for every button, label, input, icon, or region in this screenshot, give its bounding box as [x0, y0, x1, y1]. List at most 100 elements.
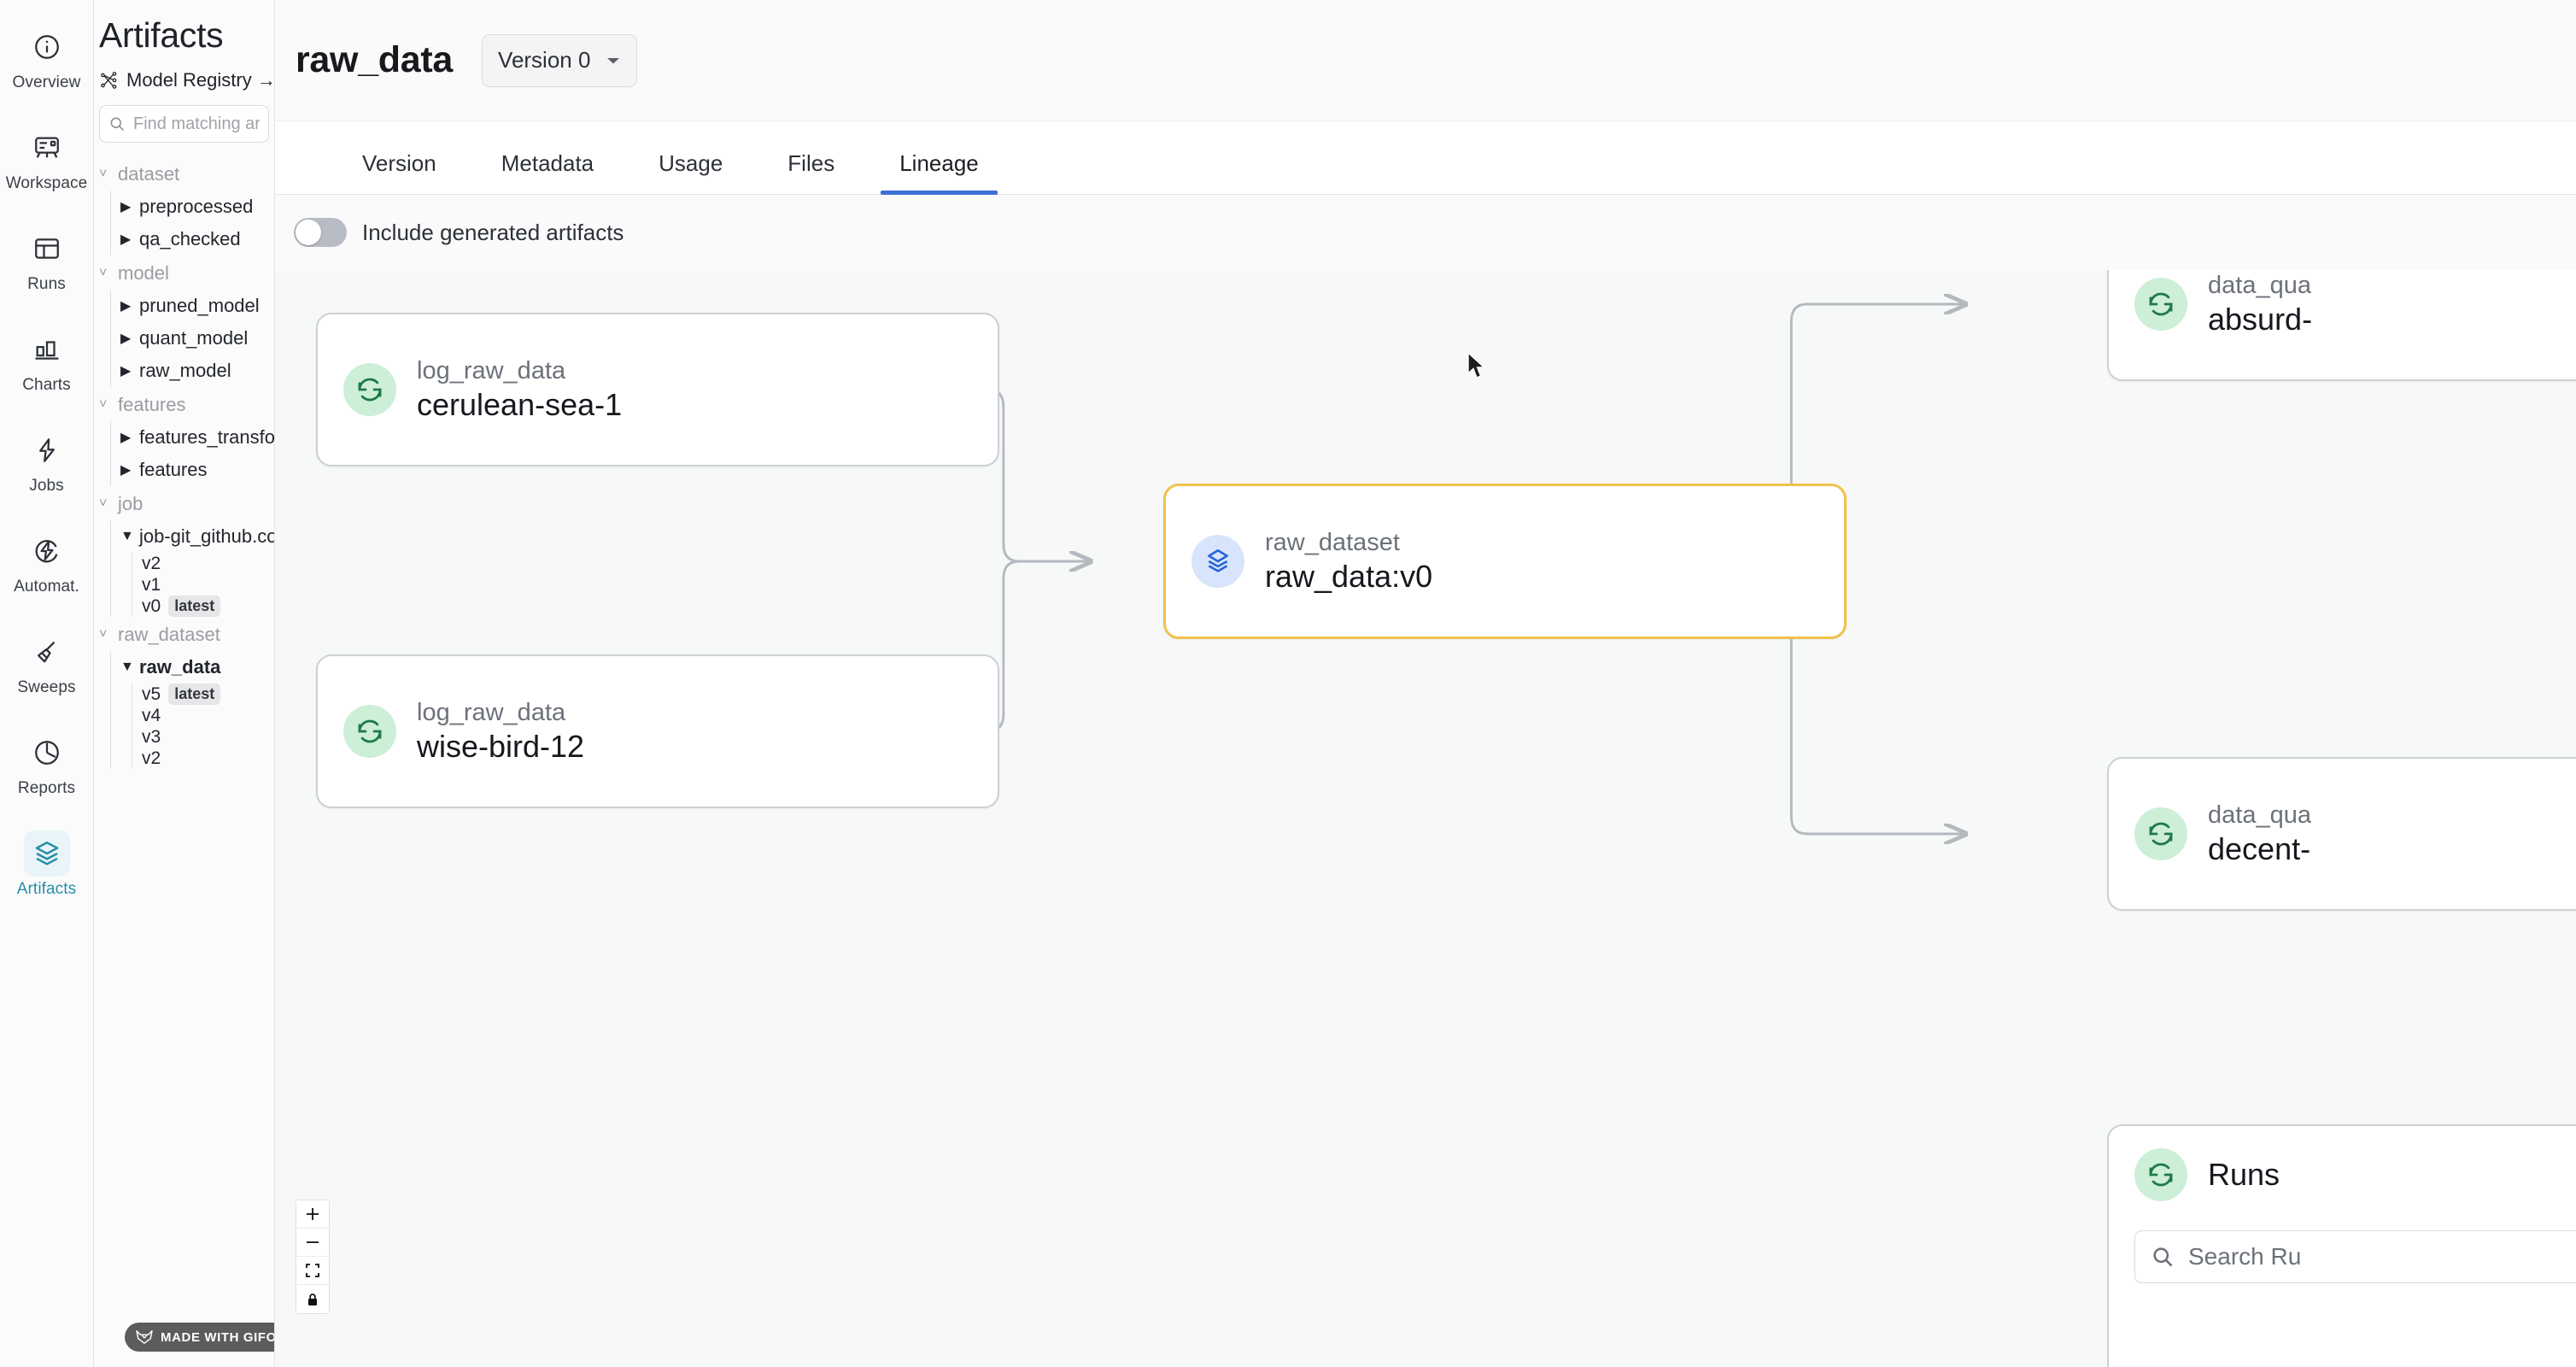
version-label: v2: [142, 748, 161, 768]
rail-item-workspace[interactable]: Workspace: [5, 116, 88, 198]
table-icon: [24, 226, 70, 272]
run-refresh-icon: [2134, 278, 2187, 331]
bolt-icon: [24, 427, 70, 473]
rail-item-artifacts[interactable]: Artifacts: [8, 822, 86, 904]
model-registry-link[interactable]: Model Registry →: [94, 56, 274, 91]
tab-files[interactable]: Files: [787, 150, 835, 176]
version-row[interactable]: v0 latest: [142, 595, 274, 617]
tab-lineage[interactable]: Lineage: [881, 150, 998, 195]
version-selector[interactable]: Version 0: [482, 33, 638, 87]
tree-group-label: features: [118, 394, 186, 415]
version-row[interactable]: v4: [142, 705, 274, 726]
rail-item-charts[interactable]: Charts: [8, 318, 86, 400]
report-icon: [24, 730, 70, 776]
runs-group-panel[interactable]: Runs Search Ru: [2107, 1124, 2576, 1367]
tree-group-features: ˅ features ▶ features_transformed ▶ feat…: [99, 389, 274, 486]
graph-node-title: wise-bird-12: [417, 728, 585, 764]
tree-node-raw-model[interactable]: ▶ raw_model: [120, 355, 274, 387]
search-icon: [2151, 1245, 2175, 1269]
tree-node-features-transformed[interactable]: ▶ features_transformed: [120, 421, 274, 454]
tab-metadata[interactable]: Metadata: [501, 150, 594, 176]
layers-icon: [23, 830, 70, 877]
tree-group-label: job: [118, 493, 143, 514]
search-icon: [108, 115, 126, 132]
tab-usage[interactable]: Usage: [659, 150, 723, 176]
lock-button[interactable]: [296, 1285, 329, 1313]
info-circle-icon: [24, 24, 70, 70]
search-input[interactable]: [133, 114, 260, 134]
version-row[interactable]: v2: [142, 553, 274, 574]
rail-item-reports[interactable]: Reports: [8, 721, 86, 803]
tree-node-qa-checked[interactable]: ▶ qa_checked: [120, 223, 274, 255]
version-row[interactable]: v2: [142, 748, 274, 769]
chevron-down-icon: ˅: [99, 397, 108, 412]
tree-node-raw-data[interactable]: ▼ raw_data: [120, 651, 274, 684]
rail-label-workspace: Workspace: [5, 174, 88, 192]
graph-node-run-decent[interactable]: data_qua decent-: [2107, 757, 2576, 911]
zoom-out-button[interactable]: [296, 1229, 329, 1257]
model-registry-label: Model Registry →: [126, 69, 275, 91]
tree-node-pruned-model[interactable]: ▶ pruned_model: [120, 290, 274, 322]
rail-item-runs[interactable]: Runs: [8, 217, 86, 299]
graph-node-subtitle: log_raw_data: [417, 698, 566, 726]
rail-label-jobs: Jobs: [29, 477, 64, 495]
tree-group-header-raw-dataset[interactable]: ˅ raw_dataset: [99, 619, 274, 651]
tree-node-quant-model[interactable]: ▶ quant_model: [120, 322, 274, 355]
include-generated-row: Include generated artifacts: [275, 195, 2576, 270]
run-refresh-icon: [2134, 1148, 2187, 1201]
tree-group-header-dataset[interactable]: ˅ dataset: [99, 158, 274, 191]
dataset-layers-icon: [1191, 535, 1244, 588]
run-refresh-icon: [2134, 807, 2187, 860]
tree-group-dataset: ˅ dataset ▶ preprocessed ▶ qa_checked: [99, 158, 274, 255]
graph-node-title: absurd-: [2208, 301, 2313, 337]
gifox-fox-icon: [135, 1329, 154, 1345]
artifact-search-box[interactable]: [99, 105, 269, 143]
caret-right-icon: ▶: [120, 431, 132, 445]
tree-node-job-git[interactable]: ▼ job-git_github.com_wa…: [120, 520, 274, 553]
tree-node-label: quant_model: [139, 327, 249, 349]
version-row[interactable]: v3: [142, 726, 274, 748]
graph-node-run-absurd[interactable]: data_qua absurd-: [2107, 270, 2576, 381]
runs-group-header: Runs: [2134, 1148, 2576, 1201]
tab-version[interactable]: Version: [362, 150, 436, 176]
zoom-in-button[interactable]: [296, 1200, 329, 1229]
tree-node-label: preprocessed: [139, 196, 254, 217]
caret-right-icon: ▶: [120, 299, 132, 314]
rail-item-overview[interactable]: Overview: [8, 15, 86, 97]
runs-search-box[interactable]: Search Ru: [2134, 1230, 2576, 1283]
tree-group-label: model: [118, 262, 169, 284]
version-row[interactable]: v5 latest: [142, 684, 274, 705]
tree-group-header-job[interactable]: ˅ job: [99, 488, 274, 520]
caret-down-icon: ▼: [120, 660, 134, 674]
primary-nav-rail: Overview Workspace Runs: [0, 0, 94, 1367]
bar-chart-icon: [24, 326, 70, 373]
rail-item-jobs[interactable]: Jobs: [8, 419, 86, 501]
version-badge-latest: latest: [168, 595, 221, 617]
tree-group-header-model[interactable]: ˅ model: [99, 257, 274, 290]
fit-view-button[interactable]: [296, 1257, 329, 1285]
rail-label-runs: Runs: [27, 275, 66, 293]
rail-item-automations[interactable]: Automat.: [8, 519, 86, 601]
tree-node-label: raw_model: [139, 360, 231, 381]
lineage-graph-canvas[interactable]: log_raw_data cerulean-sea-1 log_raw_data…: [275, 270, 2576, 1367]
chevron-down-icon: ˅: [99, 496, 108, 511]
graph-node-run-wise-bird-12[interactable]: log_raw_data wise-bird-12: [316, 654, 999, 808]
tree-group-label: raw_dataset: [118, 624, 220, 645]
tree-group-header-features[interactable]: ˅ features: [99, 389, 274, 421]
tree-node-features[interactable]: ▶ features: [120, 454, 274, 486]
caret-right-icon: ▶: [120, 463, 132, 478]
graph-node-dataset-raw-data-v0[interactable]: raw_dataset raw_data:v0: [1163, 484, 1847, 639]
tree-group-job: ˅ job ▼ job-git_github.com_wa… v2 v1: [99, 488, 274, 617]
caret-right-icon: ▶: [120, 200, 132, 214]
include-generated-artifacts-toggle[interactable]: [294, 218, 347, 247]
tree-node-preprocessed[interactable]: ▶ preprocessed: [120, 191, 274, 223]
graph-node-run-cerulean-sea-1[interactable]: log_raw_data cerulean-sea-1: [316, 313, 999, 466]
tree-group-raw-dataset: ˅ raw_dataset ▼ raw_data v5 latest: [99, 619, 274, 769]
run-refresh-icon: [343, 705, 396, 758]
rail-item-sweeps[interactable]: Sweeps: [8, 620, 86, 702]
graph-node-subtitle: data_qua: [2208, 801, 2311, 829]
tree-node-label: raw_data: [139, 656, 221, 678]
version-row[interactable]: v1: [142, 574, 274, 595]
tree-node-label: features: [139, 459, 208, 480]
artifact-header: raw_data Version 0 more-horizontal-icon: [275, 0, 2576, 121]
